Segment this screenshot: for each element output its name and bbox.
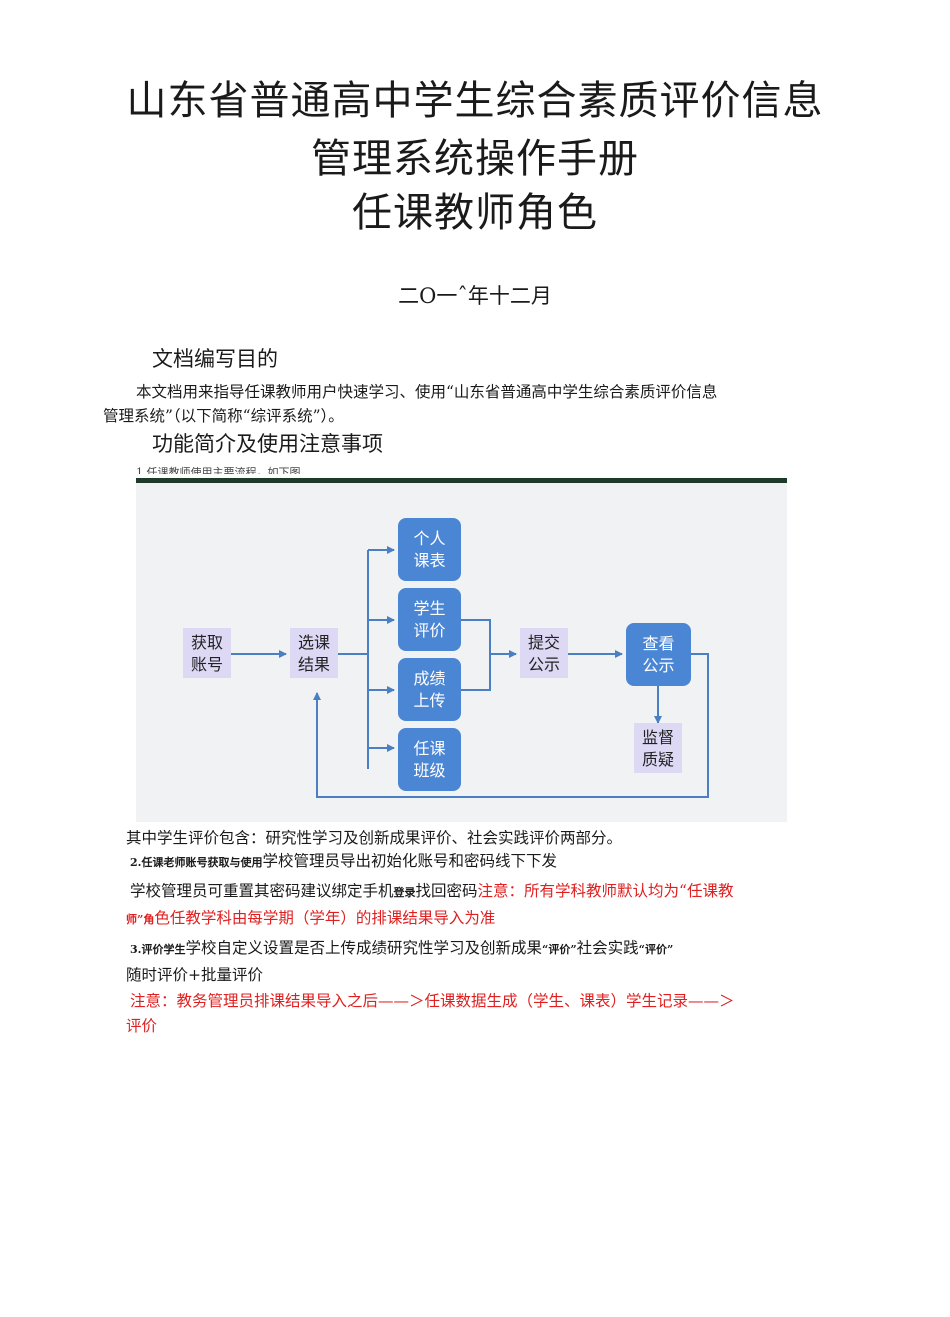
doc-title-line3: 任课教师角色 <box>352 190 598 236</box>
item2-heading: 2.任课老师账号获取与使用 <box>130 856 263 869</box>
item2b-text1: 学校管理员可重置其密码建议绑定手机 <box>130 882 394 900</box>
item2-line: 2.任课老师账号获取与使用学校管理员导出初始化账号和密码线下下发 <box>130 849 557 871</box>
node-submit <box>520 628 568 678</box>
node-student-eval-line1: 学生 <box>413 599 445 618</box>
node-view-publicity-line1: 查看 <box>642 634 674 653</box>
item2b-line1: 学校管理员可重置其密码建议绑定手机登录找回密码注意：所有学科教师默认均为“任课教 <box>130 879 733 901</box>
item2-text: 学校管理员导出初始化账号和密码线下下发 <box>262 852 557 870</box>
diagram-top-bar <box>136 478 787 483</box>
node-teaching-class-line2: 班级 <box>413 761 445 780</box>
item1-caption: 1.任课教师使用主要流程，如下图 <box>136 466 301 474</box>
item3-heading: 3.评价学生 <box>130 943 186 956</box>
item2b-red-note2: 色任教学科由每学期（学年）的排课结果导入为准 <box>154 909 496 927</box>
feedback-loop <box>313 653 709 798</box>
node-teaching-class-line1: 任课 <box>413 739 445 758</box>
item2b-red-small: 师”角 <box>126 913 155 926</box>
node-teaching-class <box>398 728 461 791</box>
note-line2: 评价 <box>126 1017 158 1035</box>
node-course-result-line1: 选课 <box>298 633 330 652</box>
node-supervise-line2: 质疑 <box>642 750 674 769</box>
item3-eval-tag1: “评价” <box>542 943 577 956</box>
node-course-result <box>290 628 338 678</box>
teacher-workflow-diagram: 获取 账号 选课 结果 提交 公示 监督 质疑 个人 课表 学生 评价 成绩 上… <box>136 478 787 822</box>
diagram-connectors <box>231 546 709 798</box>
node-personal-schedule-line2: 课表 <box>413 551 445 570</box>
section1-paragraph-line2: 管理系统”（以下简称“综评系统”）。 <box>103 407 344 425</box>
item2b-line2: 师”角色任教学科由每学期（学年）的排课结果导入为准 <box>126 906 495 928</box>
node-grade-upload-line1: 成绩 <box>413 669 445 688</box>
section1-heading: 文档编写目的 <box>152 347 278 371</box>
doc-title-line2: 管理系统操作手册 <box>311 136 639 182</box>
node-get-account <box>183 628 231 678</box>
item3-text2: 社会实践 <box>576 939 639 957</box>
node-student-eval <box>398 588 461 651</box>
student-eval-note: 其中学生评价包含：研究性学习及创新成果评价、社会实践评价两部分。 <box>126 829 623 847</box>
node-personal-schedule-line1: 个人 <box>413 529 445 548</box>
doc-date: 二O一ˆ年十二月 <box>398 284 552 308</box>
node-submit-line2: 公示 <box>528 655 560 674</box>
node-get-account-line2: 账号 <box>191 655 223 674</box>
node-supervise-line1: 监督 <box>642 728 674 747</box>
item3-line2: 随时评价+批量评价 <box>126 966 263 984</box>
node-supervise <box>634 723 682 773</box>
node-view-publicity <box>626 623 691 686</box>
node-grade-upload <box>398 658 461 721</box>
node-personal-schedule <box>398 518 461 581</box>
node-get-account-line1: 获取 <box>191 633 223 652</box>
doc-title-line1: 山东省普通高中学生综合素质评价信息 <box>126 78 824 124</box>
node-student-eval-line2: 评价 <box>413 621 445 640</box>
note-line1: 注意：教务管理员排课结果导入之后——＞任课数据生成（学生、课表）学生记录——＞ <box>130 992 735 1010</box>
section1-paragraph-line1: 本文档用来指导任课教师用户快速学习、使用“山东省普通高中学生综合素质评价信息 <box>136 383 718 401</box>
section2-heading: 功能简介及使用注意事项 <box>152 432 383 456</box>
item3-line1: 3.评价学生学校自定义设置是否上传成绩研究性学习及创新成果“评价”社会实践“评价… <box>130 936 673 958</box>
item2b-text2: 找回密码 <box>415 882 478 900</box>
item3-eval-tag2: “评价” <box>638 943 674 956</box>
node-course-result-line2: 结果 <box>298 655 330 674</box>
node-grade-upload-line2: 上传 <box>413 691 445 710</box>
item3-text1: 学校自定义设置是否上传成绩研究性学习及创新成果 <box>185 939 542 957</box>
node-view-publicity-line2: 公示 <box>642 656 674 675</box>
item2b-small: 登录 <box>393 886 416 899</box>
node-submit-line1: 提交 <box>528 633 560 652</box>
item2b-red-note1: 注意：所有学科教师默认均为“任课教 <box>477 882 734 900</box>
